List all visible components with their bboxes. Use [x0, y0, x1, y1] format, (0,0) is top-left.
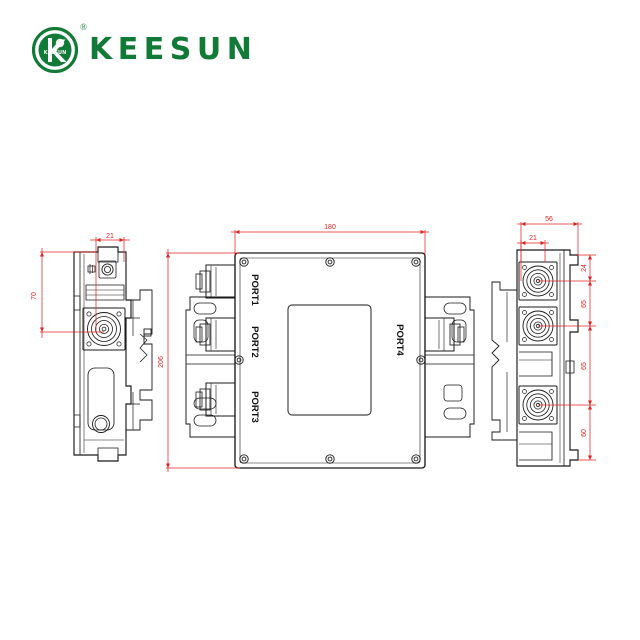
- port-label-port1: PORT1: [249, 274, 260, 306]
- dimension-left-206: [166, 249, 240, 472]
- dim-label-right-60: 60: [581, 429, 588, 437]
- dimension-right-stack: [588, 255, 592, 460]
- svg-text:KEESUN: KEESUN: [44, 50, 67, 56]
- dim-label-front-180: 180: [324, 224, 336, 231]
- dimension-right-21: [517, 240, 549, 281]
- dim-label-right-65-lower: 65: [581, 362, 588, 370]
- view-front: [185, 252, 475, 469]
- dimension-right-leaders: [538, 254, 596, 461]
- dimension-right-56: [517, 222, 582, 262]
- dim-label-right-24: 24: [581, 264, 588, 272]
- dim-label-right-56: 56: [545, 216, 553, 223]
- view-right-side: [491, 249, 579, 467]
- dim-label-left-206: 206: [158, 356, 165, 368]
- dimension-labels: 21 70 206 180 56 21 24 65 65 60: [31, 216, 588, 437]
- port-label-port2: PORT2: [249, 326, 260, 358]
- brand-name: KEESUN: [89, 32, 258, 67]
- dimension-front-180: [231, 230, 429, 255]
- view-left-side: [73, 246, 153, 462]
- dim-label-right-21: 21: [529, 235, 537, 242]
- port-labels: PORT1 PORT2 PORT3 PORT4: [249, 274, 405, 423]
- registered-trademark-icon: ®: [80, 22, 87, 32]
- dim-label-left-21: 21: [106, 233, 114, 240]
- dimension-left-70: [40, 248, 104, 338]
- dim-label-left-70: 70: [31, 292, 38, 300]
- port-label-port4: PORT4: [394, 324, 405, 356]
- brand-logo: KEESUN ® KEESUN: [32, 23, 258, 76]
- dim-label-right-65-upper: 65: [581, 300, 588, 308]
- keesun-emblem-icon: KEESUN ®: [32, 23, 87, 73]
- port-label-port3: PORT3: [249, 391, 260, 423]
- dimension-left-21: [90, 237, 130, 332]
